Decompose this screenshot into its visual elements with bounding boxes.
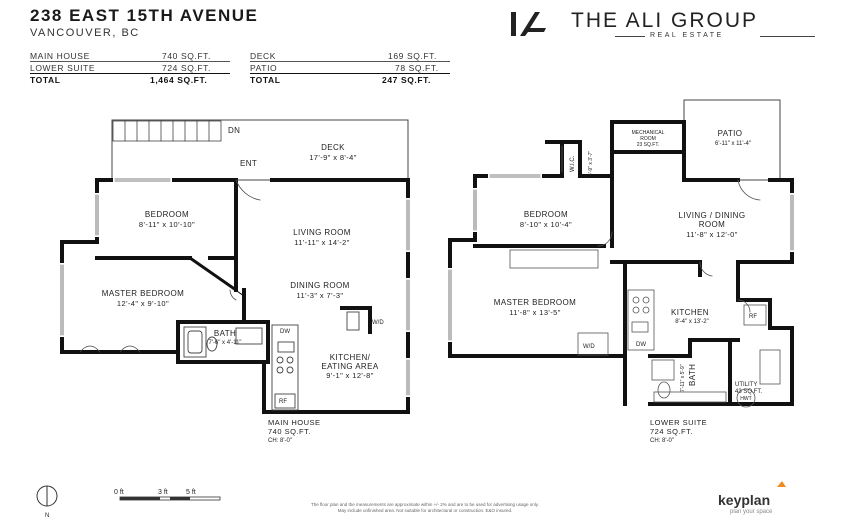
scale-label: 5 ft [186, 489, 196, 496]
main-caption-1: MAIN HOUSE [268, 418, 321, 427]
main-caption-3: CH: 8'-0" [268, 438, 292, 444]
lower-master-label: MASTER BEDROOM [494, 298, 577, 307]
lower-bath-dims: 7'-11" x 5'-9" [680, 364, 686, 392]
scale-label: 0 ft [114, 489, 124, 496]
living-room-dims: 11'-11" x 14'-2" [294, 238, 350, 247]
lower-master-dims: 11'-8" x 13'-5" [509, 308, 561, 317]
lower-living-label: LIVING / DINING [679, 211, 746, 220]
patio-label: PATIO [718, 129, 743, 138]
main-bedroom-label: BEDROOM [145, 210, 189, 219]
disclaimer: The floor plan and the measurements are … [311, 502, 539, 513]
summary-value: 724 SQ.FT. [162, 63, 211, 73]
ent-label: ENT [240, 159, 257, 168]
main-wd-label: W/D [372, 320, 384, 326]
lower-kitchen-label: KITCHEN [671, 308, 709, 317]
brand-subtitle: REAL ESTATE [650, 32, 724, 39]
main-bath-dims: 7'-6" x 4'-11" [208, 340, 241, 346]
lower-rf-label: RF [749, 314, 757, 320]
scale-label: 3 ft [158, 489, 168, 496]
dining-room-label: DINING ROOM [290, 281, 350, 290]
lower-living-label-2: ROOM [699, 220, 726, 229]
deck-dims: 17'-9" x 8'-4" [309, 153, 357, 162]
keyplan-wordmark: keyplan [718, 492, 771, 508]
mech-label-3: 23 SQ.FT. [637, 142, 660, 148]
lower-bath-label: BATH [688, 364, 697, 386]
main-bedroom-dims: 8'-11" x 10'-10" [139, 220, 195, 229]
keyplan-logo-icon [777, 481, 786, 487]
property-address: 238 EAST 15TH AVENUE [30, 6, 259, 25]
summary-total-value: 247 SQ.FT. [382, 75, 431, 85]
main-master-dims: 12'-4" x 9'-10" [117, 299, 169, 308]
lower-bedroom-label: BEDROOM [524, 210, 568, 219]
main-rf-label: RF [279, 399, 287, 405]
main-dw-label: DW [280, 329, 290, 335]
main-kitchen-label-2: EATING AREA [321, 362, 378, 371]
ali-group-logo-icon [511, 12, 546, 36]
summary-value: 169 SQ.FT. [388, 51, 437, 61]
summary-label: MAIN HOUSE [30, 51, 90, 61]
lower-caption-1: LOWER SUITE [650, 418, 707, 427]
north-label: N [45, 513, 49, 519]
summary-total-value: 1,464 SQ.FT. [150, 75, 208, 85]
lower-caption-2: 724 SQ.FT. [650, 427, 693, 436]
lower-dw-label: DW [636, 342, 646, 348]
main-kitchen-dims: 9'-1" x 12'-8" [326, 371, 374, 380]
wic-dims: 4'-9" x 3'-7" [588, 151, 594, 176]
wic-label: W.I.C. [570, 155, 576, 172]
patio-dims: 6'-11" x 11'-4" [715, 141, 751, 147]
summary-label: LOWER SUITE [30, 63, 96, 73]
property-city: VANCOUVER, BC [30, 27, 140, 39]
main-kitchen-label: KITCHEN/ [330, 353, 371, 362]
north-arrow-icon [36, 485, 58, 507]
summary-total-label: TOTAL [30, 75, 61, 85]
lower-kitchen-dims: 8'-4" x 13'-2" [675, 319, 709, 325]
brand-name: THE ALI GROUP [571, 9, 759, 32]
summary-label: PATIO [250, 63, 278, 73]
living-room-label: LIVING ROOM [293, 228, 351, 237]
summary-value: 78 SQ.FT. [395, 63, 439, 73]
main-bath-label: BATH [214, 329, 236, 338]
summary-value: 740 SQ.FT. [162, 51, 211, 61]
keyplan-tagline: plan your space [730, 509, 773, 515]
lower-wd-label: W/D [583, 344, 595, 350]
main-caption-2: 740 SQ.FT. [268, 427, 311, 436]
utility-label: UTILITY [735, 382, 757, 388]
main-master-label: MASTER BEDROOM [102, 289, 185, 298]
dining-room-dims: 11'-3" x 7'-3" [296, 291, 343, 300]
lower-living-dims: 11'-8" x 12'-0" [686, 230, 738, 239]
summary-total-label: TOTAL [250, 75, 281, 85]
scale-bar [119, 496, 221, 501]
mech-label-2: ROOM [640, 136, 656, 142]
dn-label: DN [228, 126, 240, 135]
summary-label: DECK [250, 51, 277, 61]
mech-label-1: MECHANICAL [632, 130, 665, 136]
lower-caption-3: CH: 8'-0" [650, 438, 674, 444]
utility-area: 43 SQ.FT. [735, 389, 762, 395]
deck-label: DECK [321, 143, 345, 152]
hwt-label: HWT [740, 396, 751, 402]
lower-bedroom-dims: 8'-10" x 10'-4" [520, 220, 572, 229]
